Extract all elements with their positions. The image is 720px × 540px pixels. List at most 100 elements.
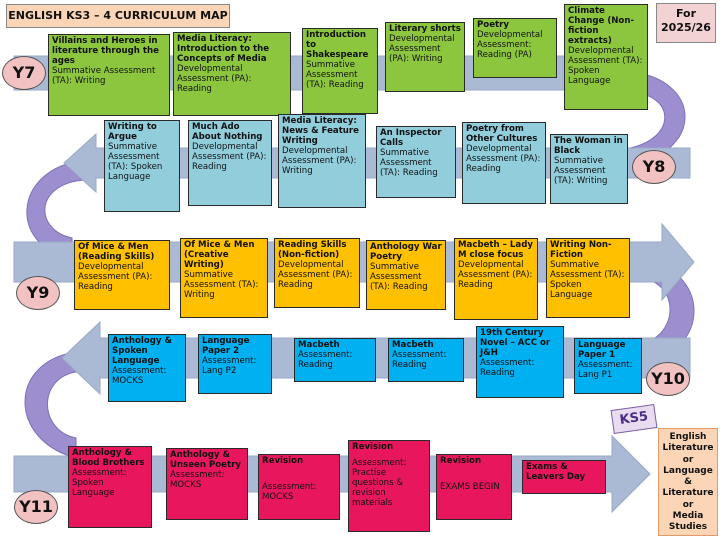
- unit-assessment: Summative Assessment (TA): Writing: [184, 269, 259, 300]
- curve-y10-y11: [24, 351, 77, 459]
- unit-assessment: Developmental Assessment: Reading (PA): [477, 29, 543, 60]
- academic-year-text: 2025/26: [661, 21, 711, 35]
- year-badge-y8: Y8: [632, 150, 676, 184]
- unit-assessment: Summative Assessment (TA): Reading: [370, 261, 428, 292]
- unit-title: Anthology War Poetry: [370, 242, 442, 262]
- ks5-option-line: Language &: [663, 465, 713, 487]
- unit-assessment: Summative Assessment (TA): Reading: [306, 59, 364, 90]
- unit-assessment: Summative Assessment (TA): Writing: [52, 65, 156, 86]
- unit-assessment: Summative Assessment (TA): Spoken Langua…: [108, 141, 163, 182]
- y9-unit-6: Writing Non-Fiction Summative Assessment…: [546, 238, 630, 318]
- unit-assessment: Summative Assessment (TA): Spoken Langua…: [550, 259, 625, 300]
- y10-unit-4: Macbeth Assessment: Reading: [388, 338, 464, 382]
- y9-unit-2: Of Mice & Men (Creative Writing) Summati…: [180, 238, 268, 318]
- y9-unit-5: Macbeth – Lady M close focus Development…: [454, 238, 538, 320]
- y7-unit-4: Literary shorts Developmental Assessment…: [385, 22, 465, 92]
- year-label-box: For 2025/26: [656, 3, 716, 43]
- y10-unit-6: Language Paper 1 Assessment: Lang P1: [574, 338, 642, 394]
- unit-title: Macbeth: [298, 340, 340, 350]
- year-badge-y9: Y9: [16, 276, 60, 310]
- unit-title: The Woman in Black: [554, 136, 623, 156]
- unit-title: Macbeth – Lady M close focus: [458, 240, 533, 260]
- unit-assessment: Assessment: Lang P1: [578, 359, 633, 380]
- ks5-options-box: English Literature or Language & Literat…: [658, 428, 718, 536]
- unit-assessment: Assessment: Lang P2: [202, 355, 257, 376]
- unit-title: Macbeth: [392, 340, 434, 350]
- unit-assessment: Developmental Assessment (PA): Writing: [389, 33, 455, 64]
- year-badge-y11: Y11: [14, 490, 58, 524]
- y7-unit-3: Introduction to Shakespeare Summative As…: [302, 28, 378, 114]
- unit-assessment: Developmental Assessment (PA): Reading: [458, 259, 533, 290]
- unit-title: Villains and Heroes in literature throug…: [52, 36, 159, 66]
- unit-title: Exams & Leavers Day: [526, 462, 586, 482]
- unit-assessment: Assessment: MOCKS: [170, 469, 225, 490]
- y10-unit-5: 19th Century Novel – ACC or J&H Assessme…: [476, 326, 564, 398]
- unit-assessment: Assessment: MOCKS: [112, 365, 167, 386]
- ks5-option-line: Literature: [662, 443, 714, 454]
- y8-unit-4: An Inspector Calls Summative Assessment …: [376, 126, 456, 198]
- for-text: For: [675, 7, 697, 20]
- unit-assessment: Developmental Assessment (PA): Reading: [192, 141, 267, 172]
- unit-title: An Inspector Calls: [380, 128, 442, 148]
- unit-title: Language Paper 1: [578, 340, 626, 360]
- unit-assessment: Assessment: Reading: [298, 349, 353, 370]
- unit-title: Language Paper 2: [202, 336, 250, 356]
- y8-unit-6: The Woman in Black Summative Assessment …: [550, 134, 628, 204]
- y10-unit-3: Macbeth Assessment: Reading: [294, 338, 376, 382]
- y11-unit-5: Revision EXAMS BEGIN: [436, 454, 512, 520]
- unit-title: Reading Skills (Non-fiction): [278, 240, 347, 260]
- unit-assessment: Developmental Assessment (PA): Writing: [282, 145, 357, 176]
- ks5-option-line: Media: [672, 510, 704, 521]
- unit-title: Anthology & Blood Brothers: [72, 448, 145, 468]
- unit-title: Writing Non-Fiction: [550, 240, 612, 260]
- ks5-option-line: English: [669, 432, 707, 442]
- unit-title: Media Literacy: Introduction to the Conc…: [177, 34, 270, 64]
- y9-unit-1: Of Mice & Men (Reading Skills) Developme…: [74, 240, 170, 310]
- unit-assessment: Assessment: Practise questions & revisio…: [352, 457, 407, 508]
- y9-unit-3: Reading Skills (Non-fiction) Development…: [274, 238, 360, 308]
- y9-unit-4: Anthology War Poetry Summative Assessmen…: [366, 240, 446, 310]
- y7-unit-6: Climate Change (Non-fiction extracts) De…: [564, 4, 648, 110]
- unit-title: Literary shorts: [389, 24, 461, 34]
- unit-assessment: Summative Assessment (TA): Reading: [380, 147, 438, 178]
- unit-title: Climate Change (Non-fiction extracts): [568, 6, 635, 46]
- y8-unit-5: Poetry from Other Cultures Developmental…: [462, 122, 546, 204]
- unit-title: Poetry from Other Cultures: [466, 124, 538, 144]
- y11-unit-2: Anthology & Unseen Poetry Assessment: MO…: [166, 448, 248, 520]
- ks5-option-line: Literature: [662, 488, 714, 499]
- y8-unit-3: Media Literacy: News & Feature Writing D…: [278, 114, 366, 208]
- unit-assessment: Assessment: Spoken Language: [72, 467, 127, 498]
- unit-title: Revision: [262, 456, 304, 466]
- unit-assessment: Assessment: Reading: [480, 357, 535, 378]
- y10-unit-1: Anthology & Spoken Language Assessment: …: [108, 334, 186, 402]
- y7-unit-5: Poetry Developmental Assessment: Reading…: [473, 18, 557, 78]
- unit-title: Media Literacy: News & Feature Writing: [282, 116, 359, 146]
- unit-assessment: EXAMS BEGIN: [440, 481, 500, 492]
- y8-unit-2: Much Ado About Nothing Developmental Ass…: [188, 120, 272, 206]
- unit-assessment: Developmental Assessment (PA): Reading: [278, 259, 353, 290]
- year-badge-y7: Y7: [2, 56, 46, 90]
- y7-unit-1: Villains and Heroes in literature throug…: [48, 34, 170, 116]
- y8-unit-1: Writing to Argue Summative Assessment (T…: [104, 120, 180, 212]
- unit-assessment: Assessment: Reading: [392, 349, 447, 370]
- unit-title: Anthology & Unseen Poetry: [170, 450, 241, 470]
- unit-title: Much Ado About Nothing: [192, 122, 263, 142]
- page-title: ENGLISH KS3 – 4 CURRICULUM MAP: [6, 4, 230, 28]
- y11-unit-6: Exams & Leavers Day: [522, 460, 606, 494]
- unit-title: Of Mice & Men (Creative Writing): [184, 240, 255, 270]
- unit-title: Introduction to Shakespeare: [306, 30, 369, 60]
- unit-title: Anthology & Spoken Language: [112, 336, 172, 366]
- unit-title: 19th Century Novel – ACC or J&H: [480, 328, 551, 358]
- y11-unit-4: Revision Assessment: Practise questions …: [348, 440, 430, 532]
- ks5-option-line: Studies: [668, 522, 708, 532]
- ks5-option-line: or: [682, 454, 694, 465]
- ks5-option-line: or: [682, 499, 694, 510]
- y7-unit-2: Media Literacy: Introduction to the Conc…: [173, 32, 291, 116]
- y10-unit-2: Language Paper 2 Assessment: Lang P2: [198, 334, 272, 394]
- y11-unit-3: Revision Assessment: MOCKS: [258, 454, 340, 520]
- unit-title: Writing to Argue: [108, 122, 157, 142]
- unit-assessment: Summative Assessment (TA): Writing: [554, 155, 608, 186]
- unit-title: Revision: [440, 456, 482, 466]
- unit-assessment: Developmental Assessment (PA): Reading: [466, 143, 541, 174]
- unit-assessment: Developmental Assessment (PA): Reading: [177, 63, 252, 94]
